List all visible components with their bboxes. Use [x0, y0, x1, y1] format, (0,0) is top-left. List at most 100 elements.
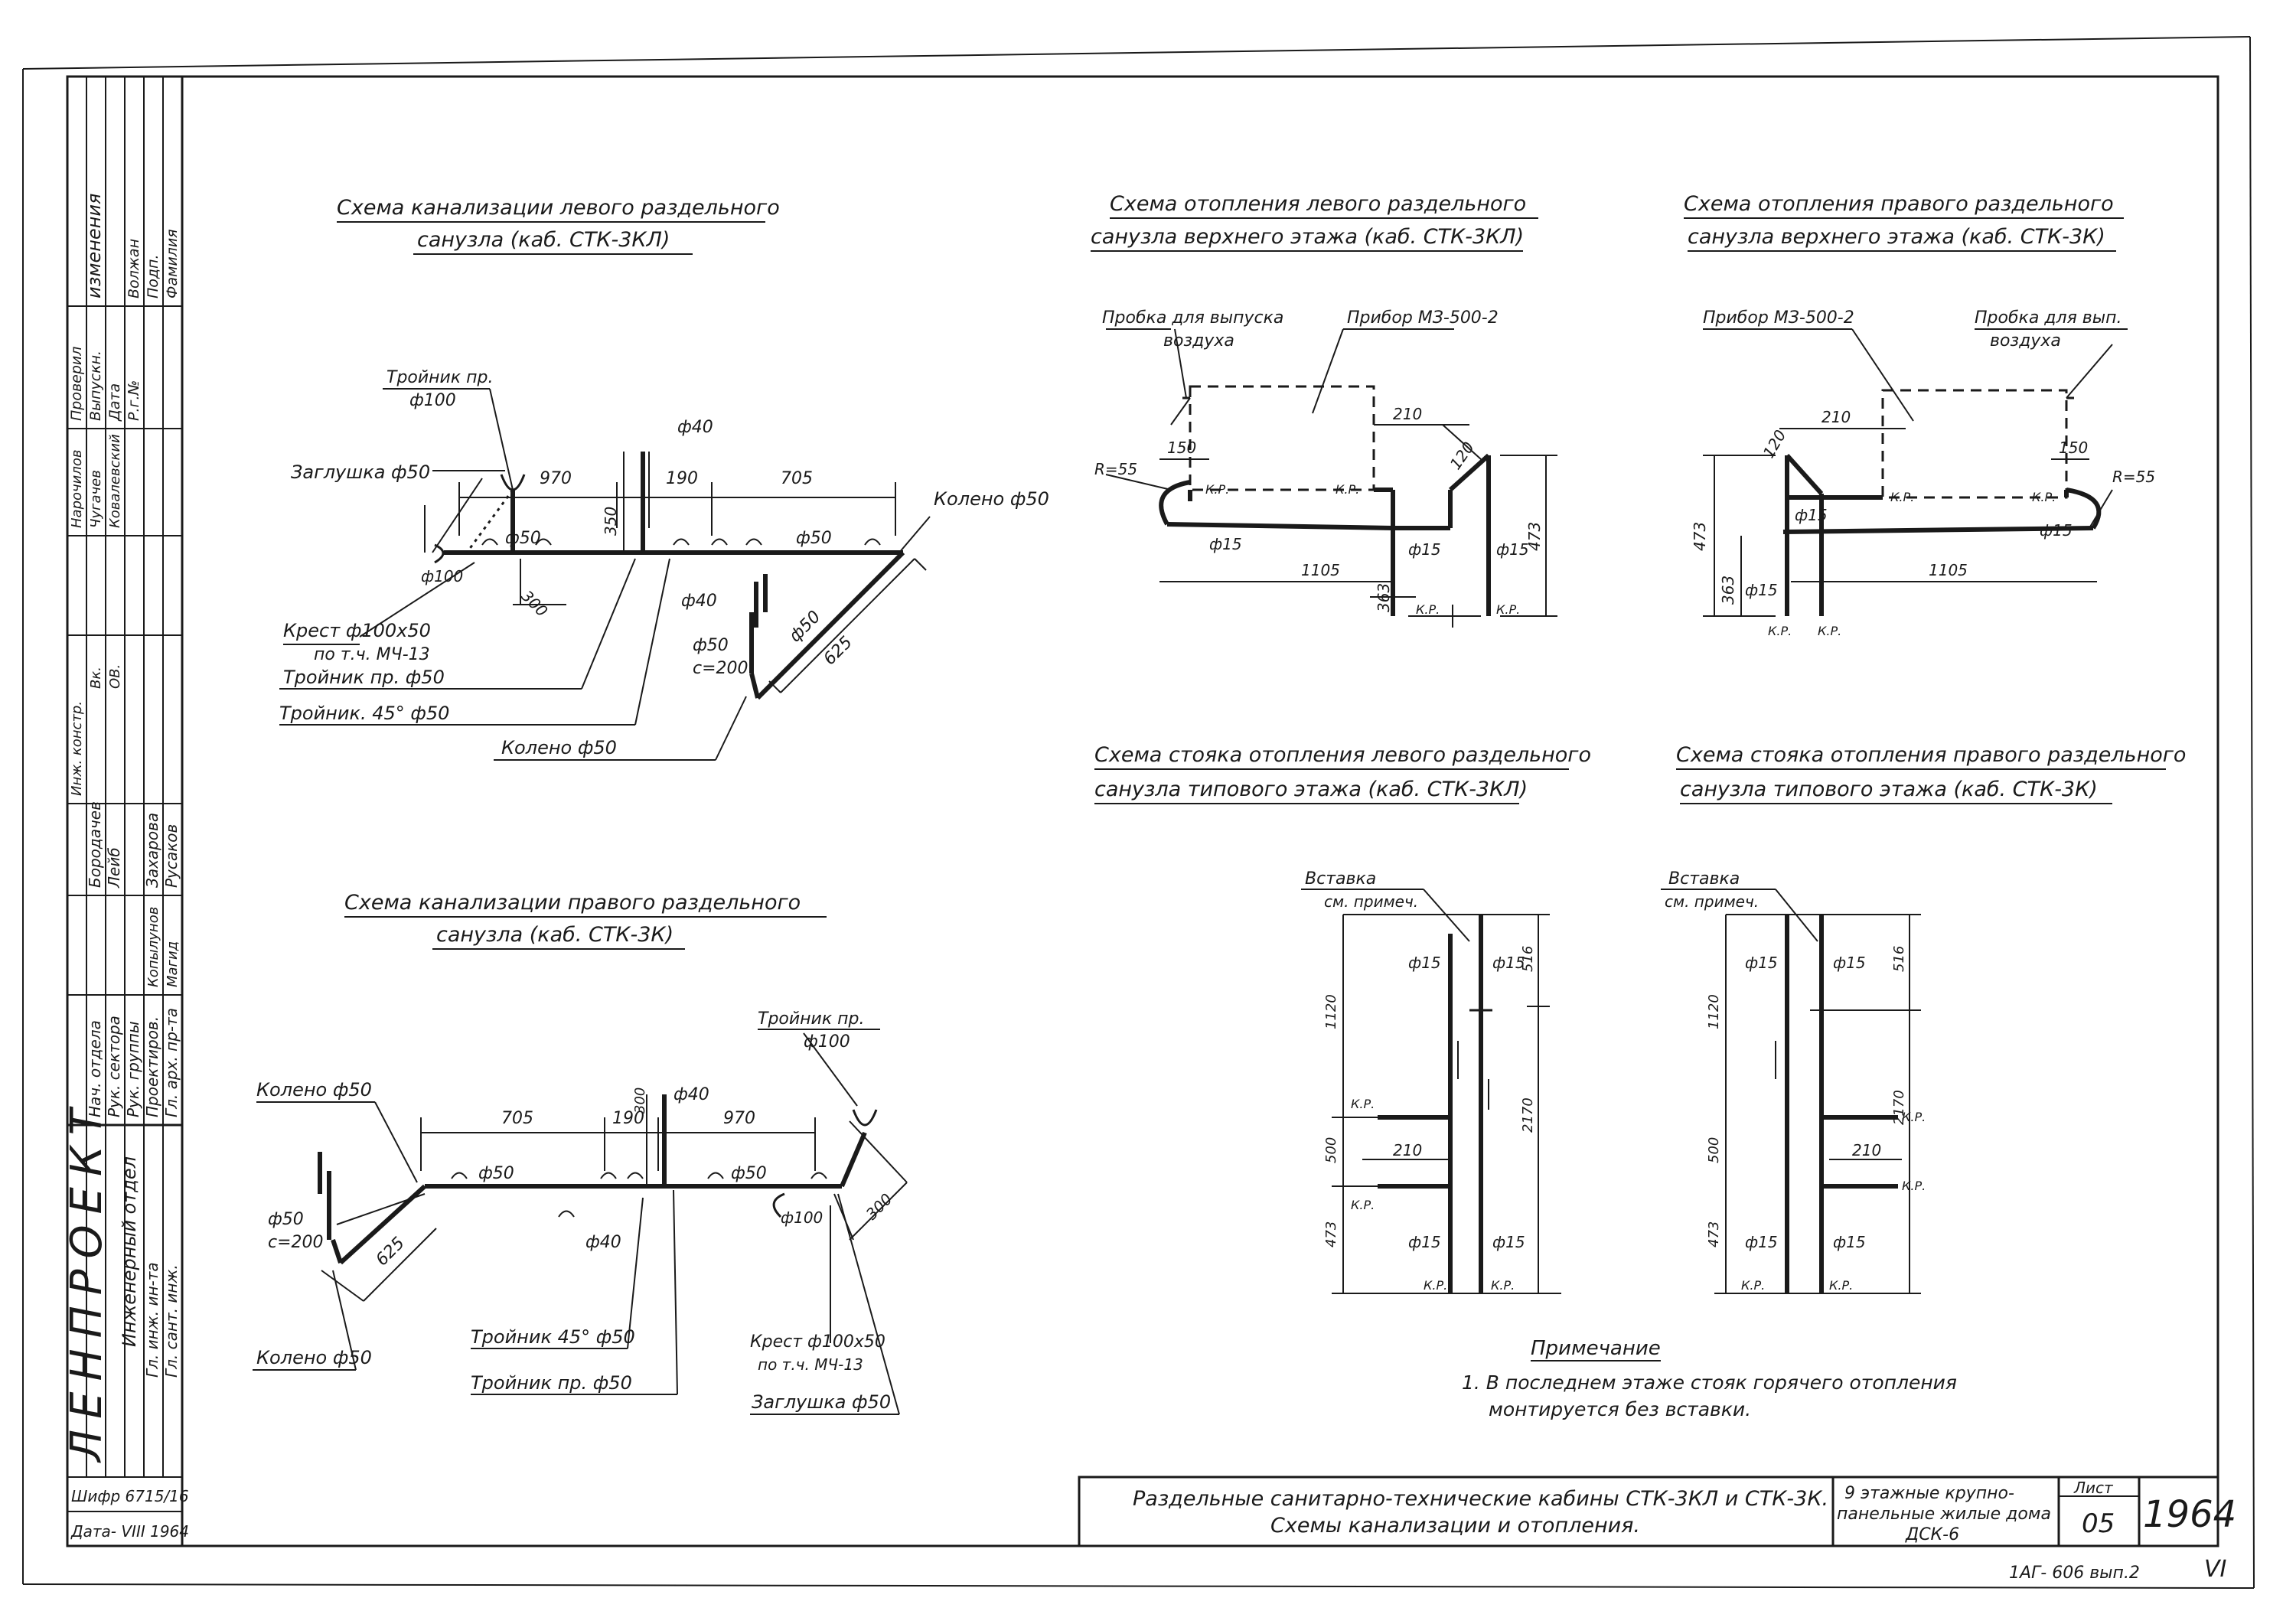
sheet-date: Дата- VIII 1964: [70, 1522, 189, 1541]
rr-ins-1: Вставка: [1668, 869, 1740, 889]
hl-dim-150: 150: [1167, 439, 1196, 457]
hr-dim-150: 150: [2059, 439, 2088, 457]
sr-d100: ф100: [781, 1208, 823, 1227]
changes-header: изменения: [83, 194, 105, 298]
hr-dim-210: 210: [1821, 408, 1851, 426]
riser-left-title-1: Схема стояка отопления левого раздельног…: [1094, 743, 1591, 767]
sl-slope: с=200: [693, 659, 748, 678]
hr-d15b: ф15: [2040, 521, 2073, 540]
change-col-3: Дата: [106, 383, 123, 422]
sl-dim-625: 625: [820, 633, 856, 669]
sl-dim-705: 705: [781, 469, 813, 488]
project-line-3: ДСК-6: [1905, 1525, 1959, 1544]
role-5: Гл. арх. пр-та: [162, 1008, 181, 1117]
hl-kr2: К.Р.: [1336, 482, 1359, 497]
rl-dim-2170: 2170: [1520, 1097, 1536, 1133]
sl-d40: ф40: [677, 418, 713, 437]
role-6: Гл. инж. ин-та: [143, 1262, 161, 1378]
change-row-2: Чугачев: [88, 470, 104, 528]
hl-dim-210: 210: [1393, 405, 1422, 423]
sl-d100: ф100: [421, 567, 463, 585]
hl-dim-1105: 1105: [1301, 561, 1340, 579]
rl-kr3: К.Р.: [1424, 1278, 1447, 1293]
hl-plug-2: воздуха: [1163, 331, 1234, 351]
change-row-4: Инж. констр.: [69, 701, 85, 796]
rl-kr2: К.Р.: [1351, 1198, 1375, 1212]
hl-dim-363: 363: [1375, 583, 1393, 612]
sr-d50c: ф50: [268, 1210, 304, 1229]
sr-elbow-l: Колено ф50: [256, 1079, 372, 1101]
rr-dim-210: 210: [1852, 1141, 1881, 1159]
hr-d15c: ф15: [1745, 581, 1778, 599]
rr-kr1: К.Р.: [1902, 1110, 1926, 1124]
dept-name: Инженерный отдел: [119, 1156, 140, 1347]
name-5: Копылунов: [145, 907, 161, 987]
rr-d15c: ф15: [1745, 1233, 1778, 1251]
rr-kr4: К.Р.: [1829, 1278, 1853, 1293]
rr-dim-2170: 2170: [1891, 1090, 1907, 1125]
sr-d40: ф40: [673, 1085, 709, 1104]
sr-cross-1: Крест ф100х50: [750, 1332, 885, 1352]
sewer-left-title-1: Схема канализации левого раздельного: [337, 196, 780, 220]
hr-kr3: К.Р.: [1768, 624, 1792, 638]
hr-d15a: ф15: [1795, 506, 1828, 524]
rl-kr4: К.Р.: [1491, 1278, 1515, 1293]
scheme-titles: Схема канализации левого раздельного сан…: [337, 192, 2186, 950]
change-col-5: Волжан: [126, 239, 142, 298]
rl-dim-1120: 1120: [1323, 994, 1339, 1029]
hr-kr1: К.Р.: [1890, 490, 1914, 504]
hr-device: Прибор МЗ-500-2: [1703, 308, 1854, 328]
rl-dim-210: 210: [1393, 1141, 1422, 1159]
rr-dim-1120: 1120: [1706, 994, 1722, 1029]
rr-dim-500: 500: [1706, 1137, 1722, 1163]
change-col-1: Проверил: [68, 347, 85, 421]
hl-r: R=55: [1094, 460, 1137, 478]
bottom-code: 1АГ- 606 вып.2: [2009, 1564, 2140, 1583]
rl-d15a: ф15: [1408, 954, 1441, 972]
rr-ins-2: см. примеч.: [1665, 892, 1759, 911]
rr-kr3: К.Р.: [1741, 1278, 1765, 1293]
sr-dim-300v: 300: [632, 1088, 648, 1114]
heat-right-title-1: Схема отопления правого раздельного: [1684, 192, 2114, 216]
sewer-right-title-1: Схема канализации правого раздельного: [344, 891, 801, 915]
riser-right-scheme: Вставка см. примеч. ф15 ф15 516 1120 217…: [1661, 869, 1926, 1294]
change-row-5: Вк.: [88, 667, 104, 689]
sidebar-stamp: ЛЕНПРОЕКТ Инженерный отдел Шифр 6715/16 …: [62, 75, 189, 1547]
hl-d15a: ф15: [1209, 535, 1242, 553]
sl-d50-diag: ф50: [786, 607, 825, 646]
sl-elbow-b: Колено ф50: [501, 737, 617, 758]
change-col-2: Выпускн.: [87, 351, 104, 421]
sl-cross-1: Крест ф100х50: [283, 620, 431, 641]
change-row-3: Ковалевский: [107, 434, 123, 528]
sr-slope: с=200: [268, 1233, 324, 1252]
sheet-number: 05: [2082, 1508, 2115, 1539]
role-1: Нач. отдела: [86, 1020, 104, 1117]
sr-cross-2: по т.ч. МЧ-13: [758, 1355, 863, 1374]
name-3: Захарова: [143, 813, 161, 888]
sr-dim-705: 705: [501, 1109, 533, 1128]
rr-kr2: К.Р.: [1902, 1179, 1926, 1193]
hr-kr2: К.Р.: [2032, 490, 2056, 504]
project-line-2: панельные жилые дома: [1837, 1505, 2051, 1524]
sl-dim-350: 350: [602, 507, 620, 536]
sl-tee-top-1: Тройник пр.: [386, 368, 493, 387]
sr-tee-top-2: ф100: [804, 1032, 850, 1052]
sewer-left-title-2: санузла (каб. СТК-3КЛ): [417, 228, 670, 252]
sr-d50-b: ф50: [731, 1164, 767, 1183]
hr-plug-1: Пробка для вып.: [1975, 308, 2122, 328]
title-block: Раздельные санитарно-технические кабины …: [1078, 1476, 2236, 1583]
rl-d15d: ф15: [1492, 1233, 1525, 1251]
sl-dim-970: 970: [540, 469, 572, 488]
shifr: Шифр 6715/16: [71, 1487, 189, 1505]
change-col-7: Фамилия: [164, 229, 181, 298]
hl-d15c: ф15: [1496, 540, 1529, 559]
sl-tee-top-2: ф100: [409, 391, 456, 410]
rl-ins-2: см. примеч.: [1324, 892, 1418, 911]
heat-left-title-1: Схема отопления левого раздельного: [1110, 192, 1526, 216]
rl-d15b: ф15: [1492, 954, 1525, 972]
hl-plug-1: Пробка для выпуска: [1102, 308, 1283, 328]
hr-plug-2: воздуха: [1990, 331, 2061, 351]
sl-d50-b: ф50: [796, 529, 832, 548]
sl-plug: Заглушка ф50: [291, 461, 430, 483]
